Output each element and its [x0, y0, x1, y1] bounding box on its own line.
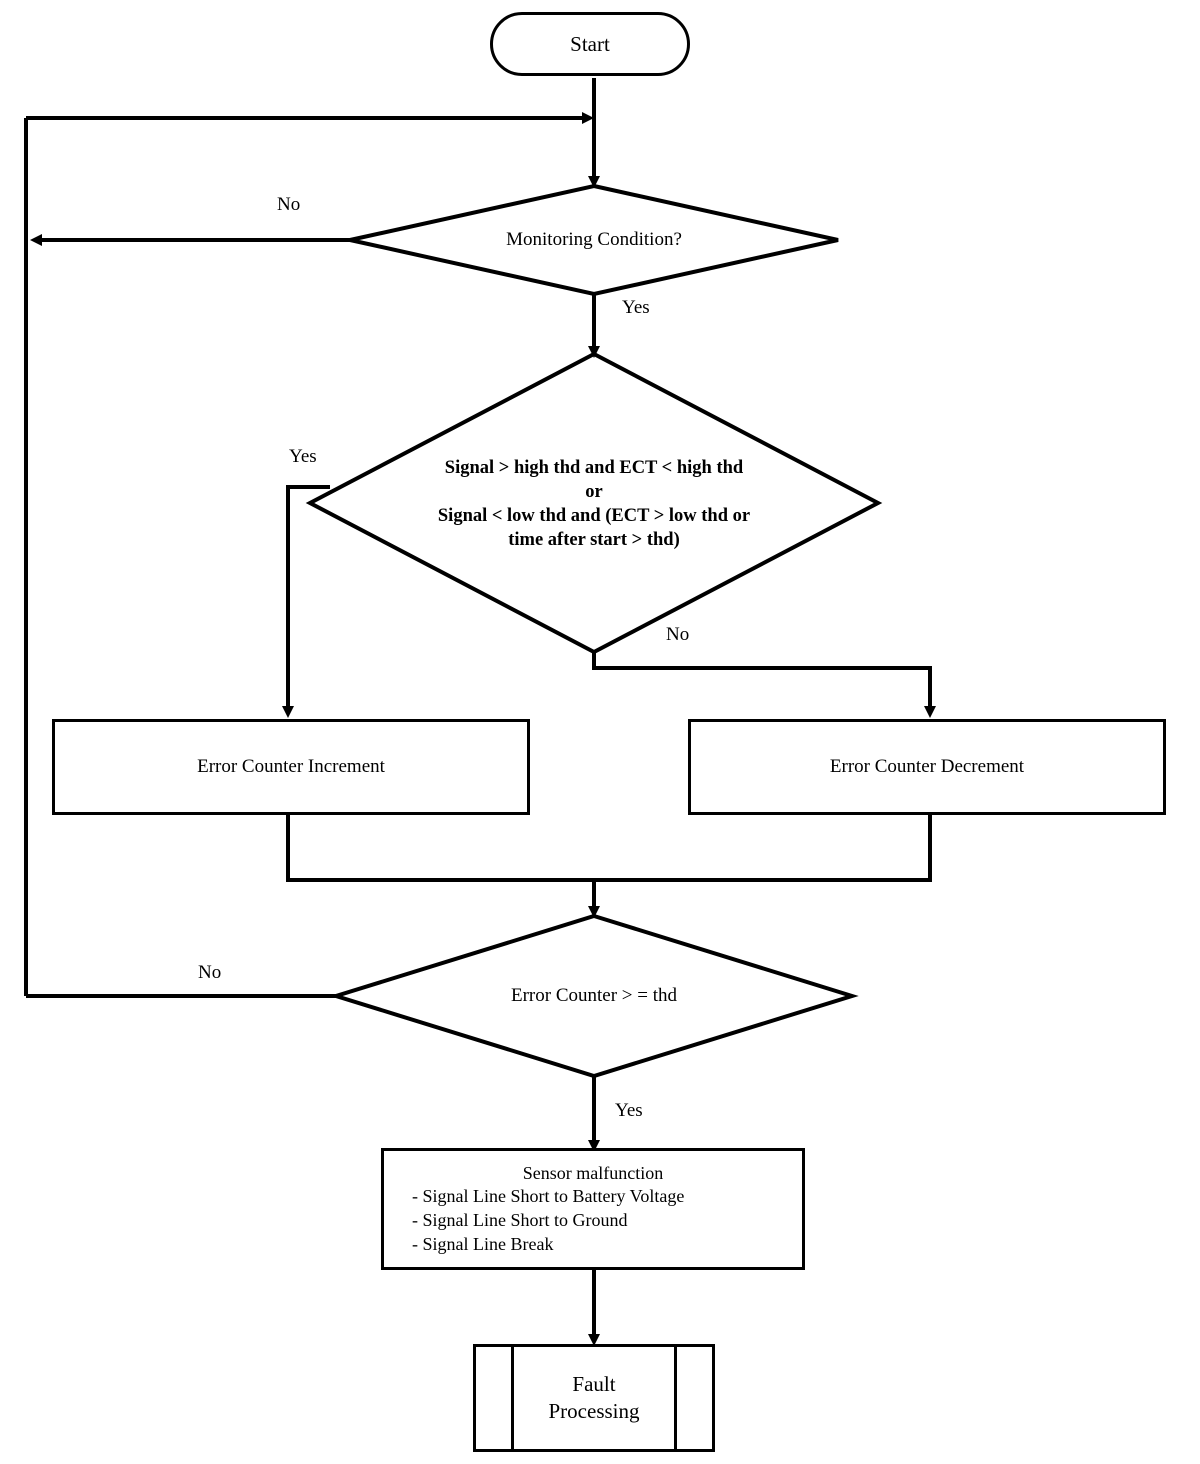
- node-error-counter-increment[interactable]: Error Counter Increment: [52, 719, 530, 815]
- predefined-process-right-bar: [674, 1347, 677, 1449]
- shape-signal-condition-diamond: [305, 351, 883, 655]
- node-error-counter-increment-label: Error Counter Increment: [197, 755, 385, 777]
- edge-label-threshold-no: No: [198, 962, 222, 983]
- node-fault-processing-line2: Processing: [548, 1399, 640, 1423]
- node-error-counter-decrement[interactable]: Error Counter Decrement: [688, 719, 1166, 815]
- node-error-counter-decrement-label: Error Counter Decrement: [829, 755, 1025, 777]
- edge-label-monitoring-yes: Yes: [622, 297, 650, 318]
- edge-signal-yes: [282, 485, 330, 718]
- edge-signal-no: [592, 652, 936, 718]
- node-sensor-malfunction-item-0: - Signal Line Short to Battery Voltage: [412, 1186, 685, 1207]
- node-fault-processing-label: Fault Processing: [549, 1371, 640, 1426]
- predefined-process-left-bar: [511, 1347, 514, 1449]
- node-start-label: Start: [570, 31, 610, 56]
- node-sensor-malfunction-title: Sensor malfunction: [522, 1162, 664, 1183]
- node-fault-processing-line1: Fault: [572, 1371, 616, 1396]
- node-start[interactable]: Start: [490, 12, 690, 76]
- edge-label-signal-yes: Yes: [289, 446, 317, 467]
- node-sensor-malfunction[interactable]: Sensor malfunction - Signal Line Short t…: [381, 1148, 805, 1270]
- edge-boxes-merge: [286, 815, 932, 882]
- node-sensor-malfunction-item-1: - Signal Line Short to Ground: [412, 1210, 628, 1230]
- shape-monitoring-condition-diamond: [349, 183, 839, 297]
- node-fault-processing[interactable]: Fault Processing: [473, 1344, 715, 1452]
- node-sensor-malfunction-item-2: - Signal Line Break: [412, 1233, 554, 1254]
- edge-label-threshold-yes: Yes: [615, 1100, 643, 1121]
- edge-label-signal-no: No: [666, 624, 690, 645]
- shape-threshold-diamond: [329, 913, 859, 1079]
- edge-label-monitoring-no: No: [277, 194, 301, 215]
